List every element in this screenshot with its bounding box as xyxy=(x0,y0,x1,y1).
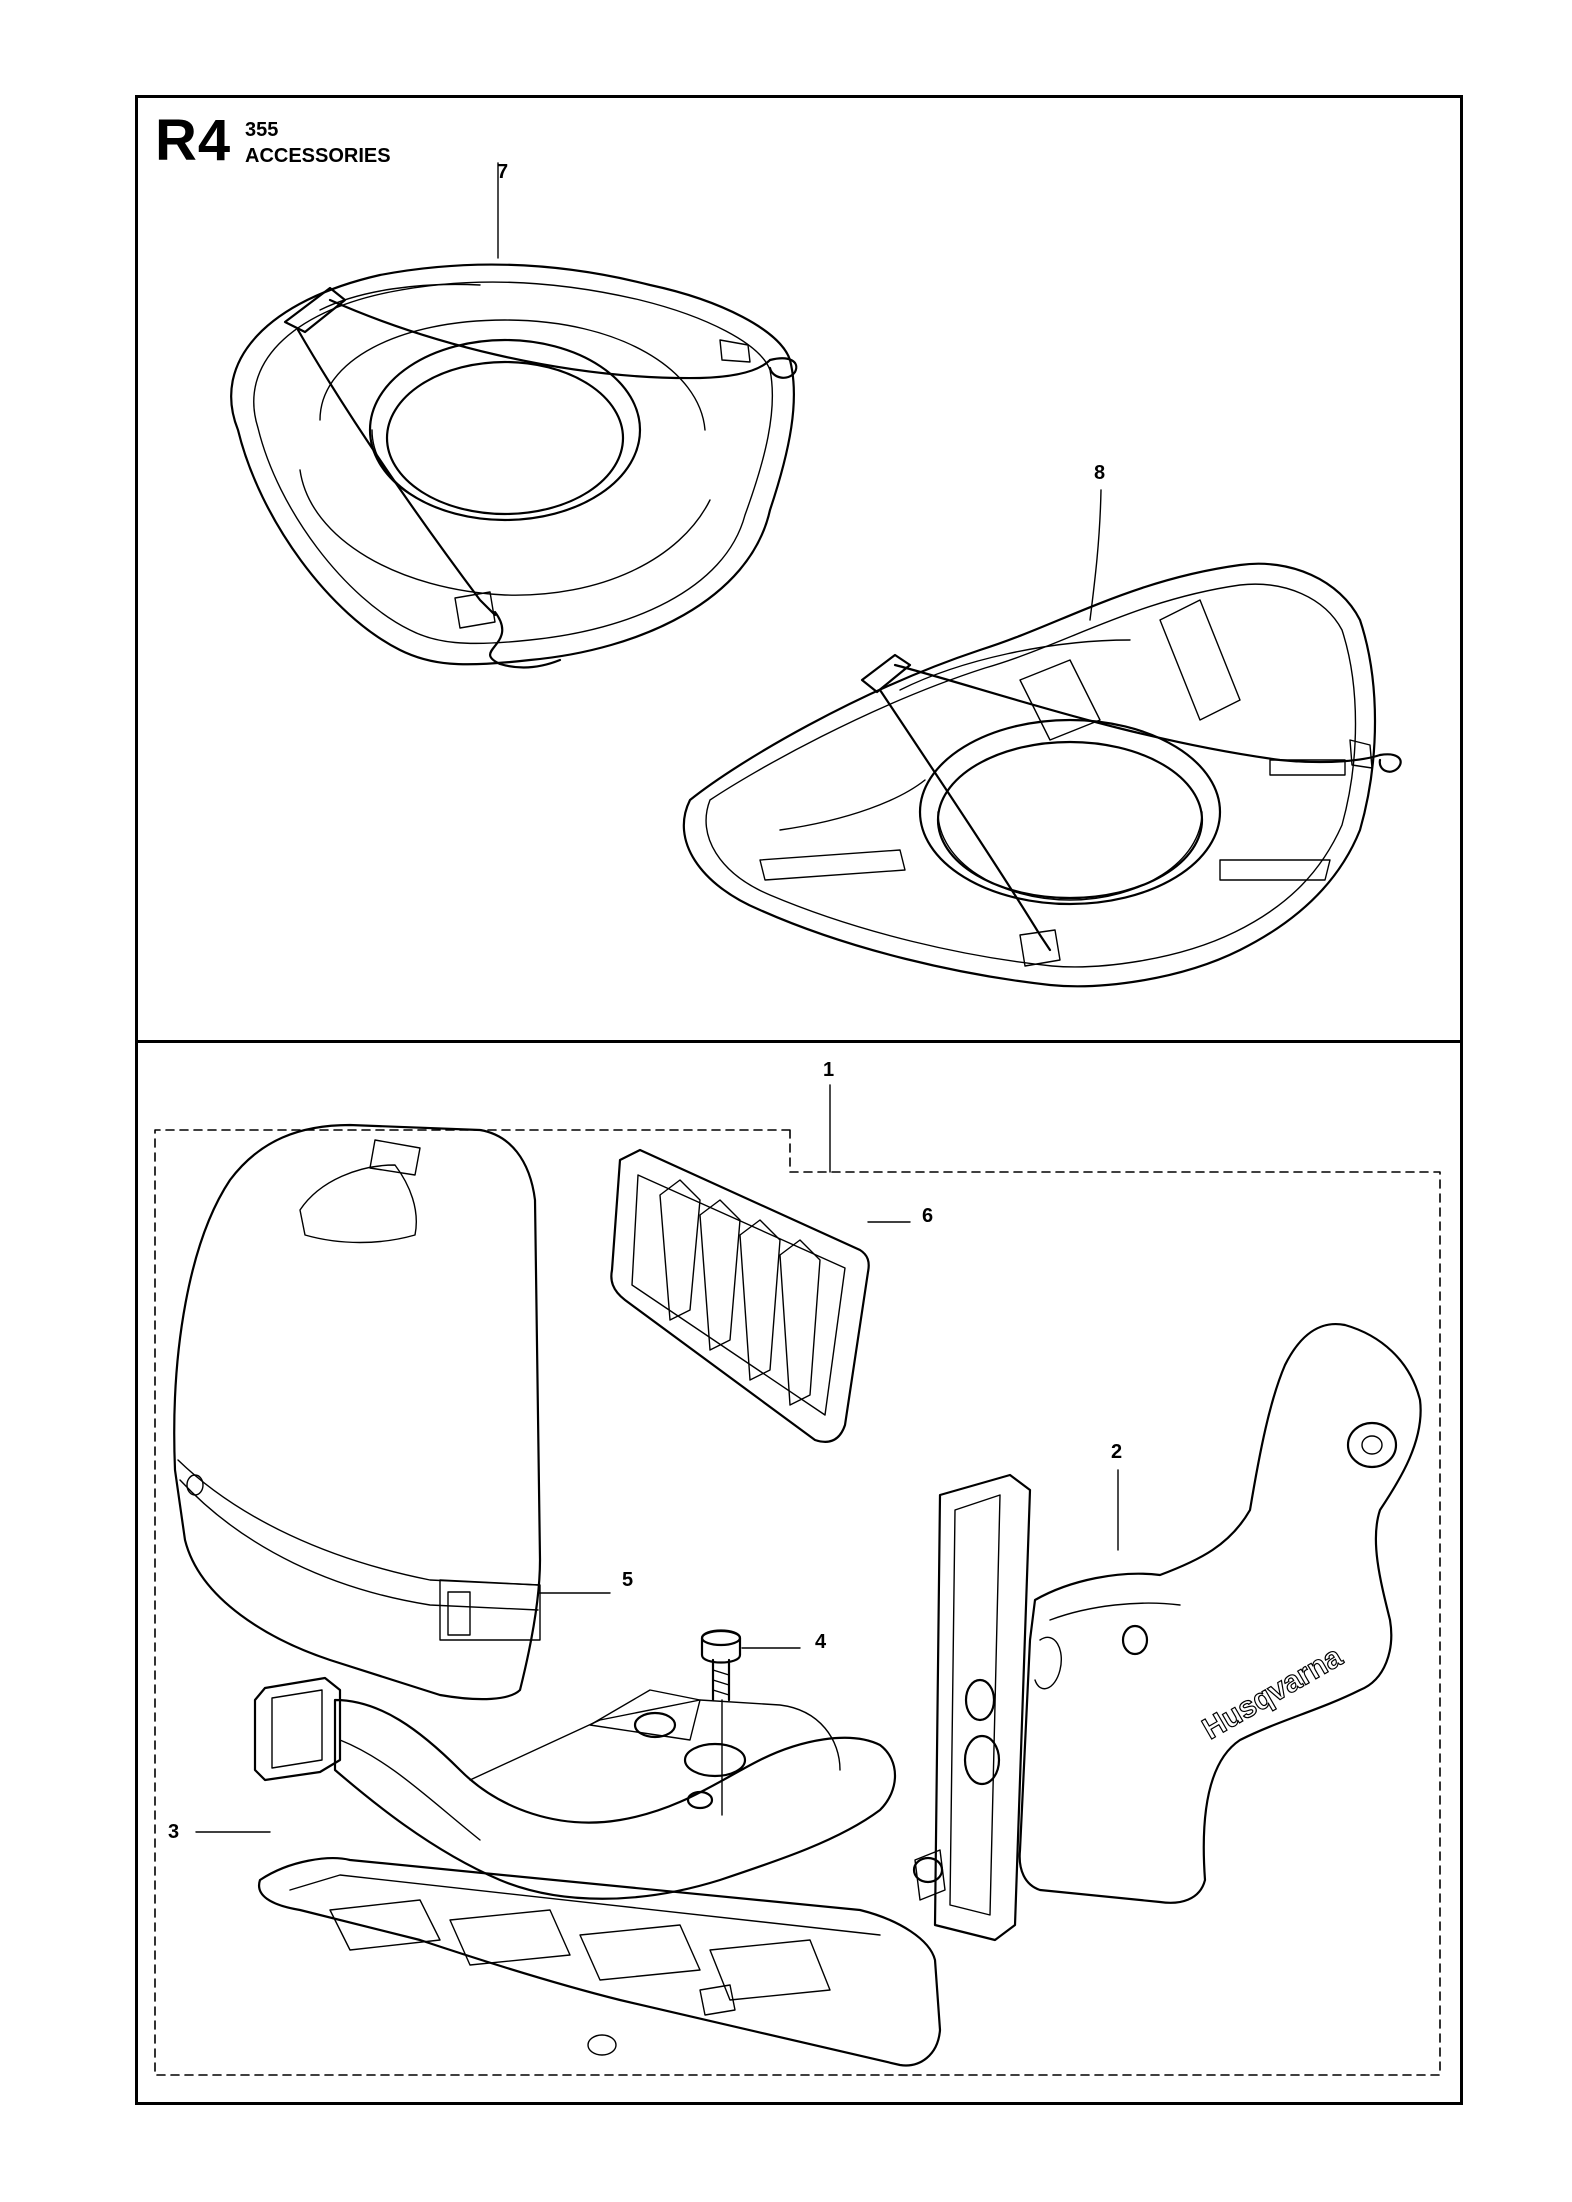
part-8-triangular-filter-cover xyxy=(682,489,1402,988)
part-7-round-filter-cover xyxy=(230,162,798,669)
part-2-side-cover: Husqvarna xyxy=(933,1322,1422,1942)
part-6-filter-element xyxy=(610,1148,911,1443)
callout-1: 1 xyxy=(823,1059,835,1081)
part-5-filter-housing-cover xyxy=(173,1123,611,1701)
callout-3: 3 xyxy=(168,1821,180,1843)
callout-7: 7 xyxy=(497,161,509,183)
callout-8: 8 xyxy=(1094,462,1106,484)
part-3-filter-base xyxy=(195,1676,946,2067)
callout-6: 6 xyxy=(922,1205,934,1227)
diagram-title: ACCESSORIES xyxy=(245,145,391,167)
callout-4: 4 xyxy=(815,1631,827,1653)
callout-2: 2 xyxy=(1111,1441,1123,1463)
section-divider xyxy=(135,1040,1463,1043)
part-1-kit-boundary xyxy=(154,1084,1441,2076)
diagram-code: R4 xyxy=(155,108,232,173)
callout-5: 5 xyxy=(622,1569,634,1591)
husqvarna-logo-text: Husqvarna xyxy=(1197,1640,1348,1746)
part-4-screw xyxy=(700,1629,801,1816)
page-frame xyxy=(135,95,1463,2105)
model-number: 355 xyxy=(245,119,279,141)
